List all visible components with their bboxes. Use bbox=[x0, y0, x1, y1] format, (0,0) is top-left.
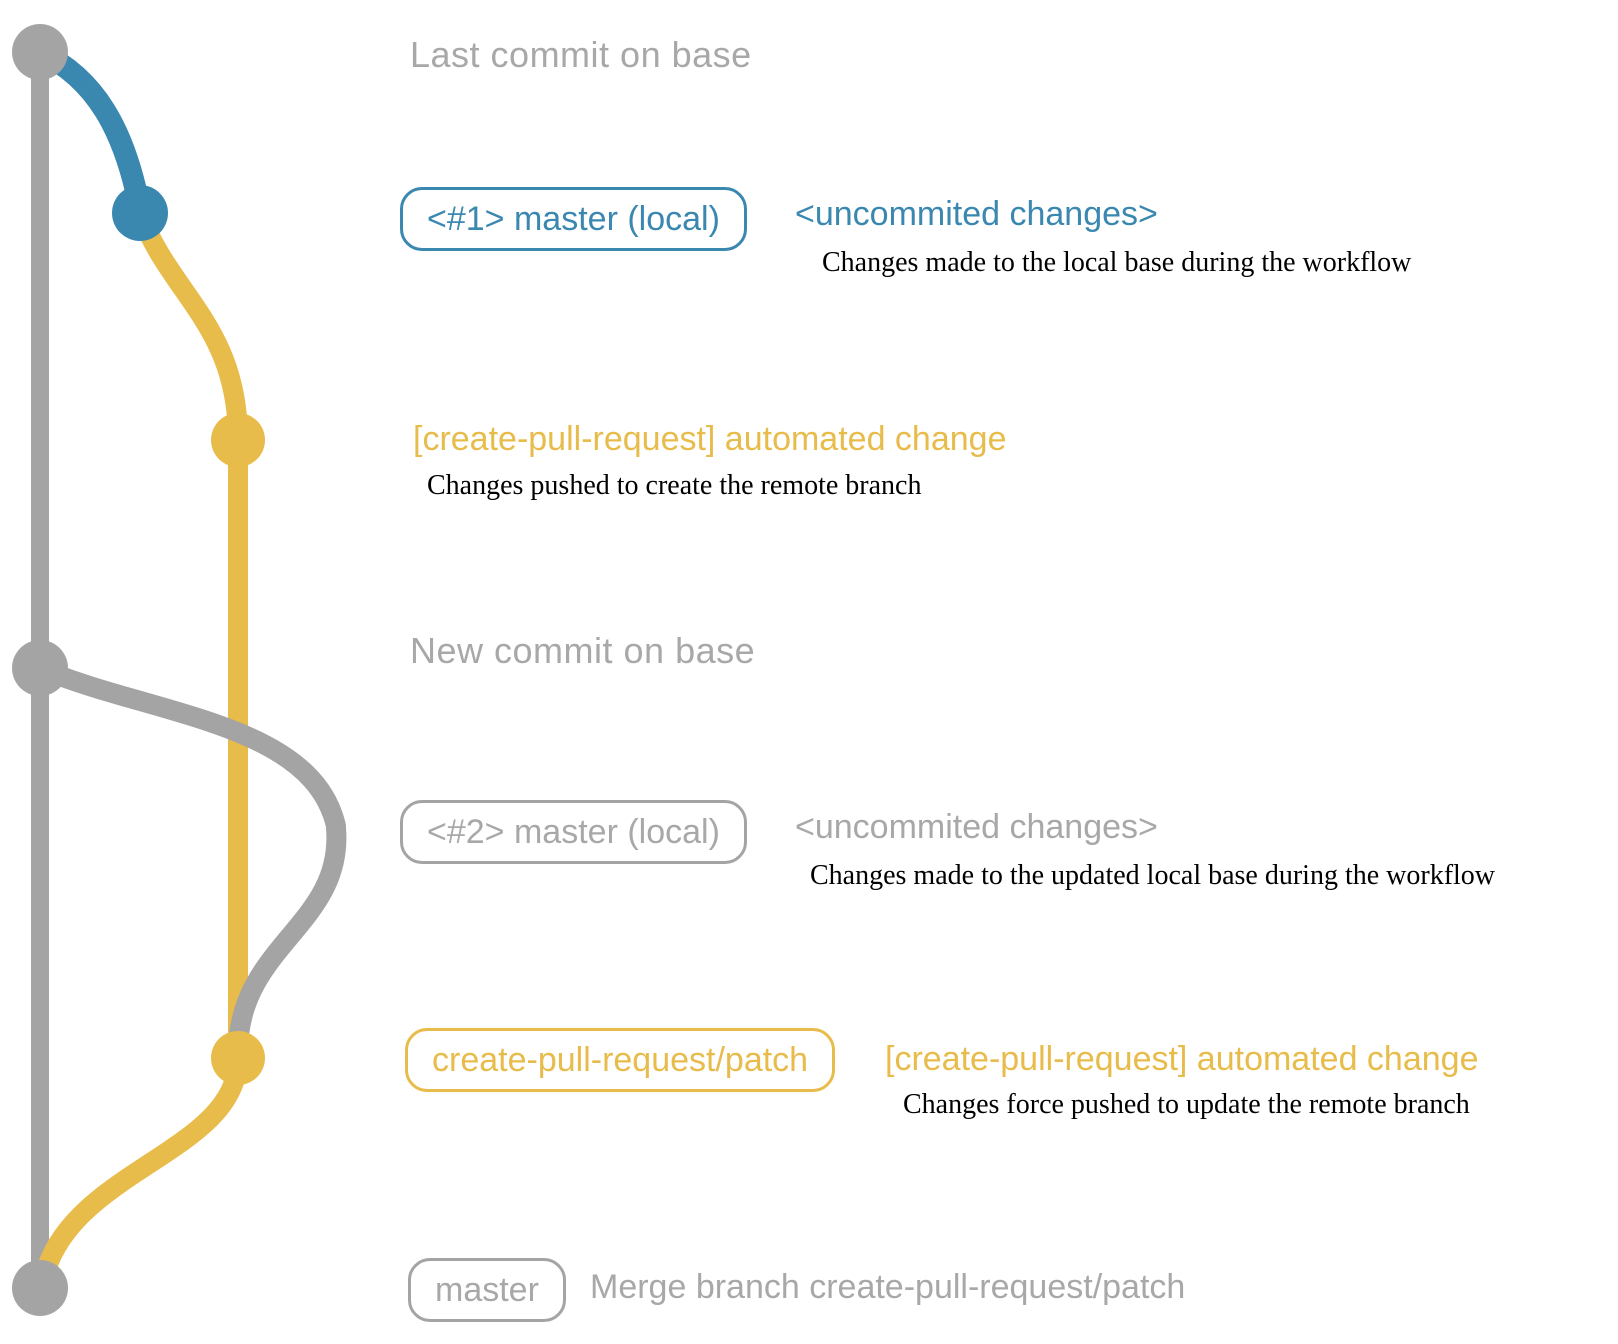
automated-change-description-2: Changes force pushed to update the remot… bbox=[903, 1089, 1470, 1120]
branch-badge-master-local-2: <#2> master (local) bbox=[400, 800, 747, 864]
commit-dot-merge bbox=[12, 1260, 68, 1316]
commit-dot-patch-1 bbox=[211, 413, 265, 467]
branch-badge-master: master bbox=[408, 1258, 566, 1322]
merge-curve bbox=[32, 1048, 248, 1296]
commit-dot-new-base bbox=[12, 640, 68, 696]
automated-change-label-2: [create-pull-request] automated change bbox=[885, 1040, 1479, 1078]
commit-dot-last-base bbox=[12, 24, 68, 80]
uncommitted-changes-label-1: <uncommited changes> bbox=[795, 195, 1158, 233]
merge-branch-label: Merge branch create-pull-request/patch bbox=[590, 1268, 1186, 1306]
branch-badge-master-local-1: <#1> master (local) bbox=[400, 187, 747, 251]
force-push-curve bbox=[228, 818, 347, 1062]
uncommitted-changes-description-1: Changes made to the local base during th… bbox=[822, 247, 1412, 278]
new-commit-heading: New commit on base bbox=[410, 630, 756, 671]
commit-dot-patch-2 bbox=[211, 1031, 265, 1085]
automated-change-description-1: Changes pushed to create the remote bran… bbox=[427, 470, 922, 501]
local-changes-curve-1 bbox=[29, 41, 151, 221]
local-changes-curve-2 bbox=[30, 658, 346, 836]
branch-badge-patch: create-pull-request/patch bbox=[405, 1028, 836, 1092]
last-commit-heading: Last commit on base bbox=[410, 34, 752, 75]
automated-change-label-1: [create-pull-request] automated change bbox=[413, 420, 1007, 458]
patch-branch-line bbox=[130, 203, 248, 1068]
uncommitted-changes-label-2: <uncommited changes> bbox=[795, 808, 1158, 846]
uncommitted-changes-description-2: Changes made to the updated local base d… bbox=[810, 860, 1496, 891]
commit-dot-uncommitted-1 bbox=[112, 185, 168, 241]
